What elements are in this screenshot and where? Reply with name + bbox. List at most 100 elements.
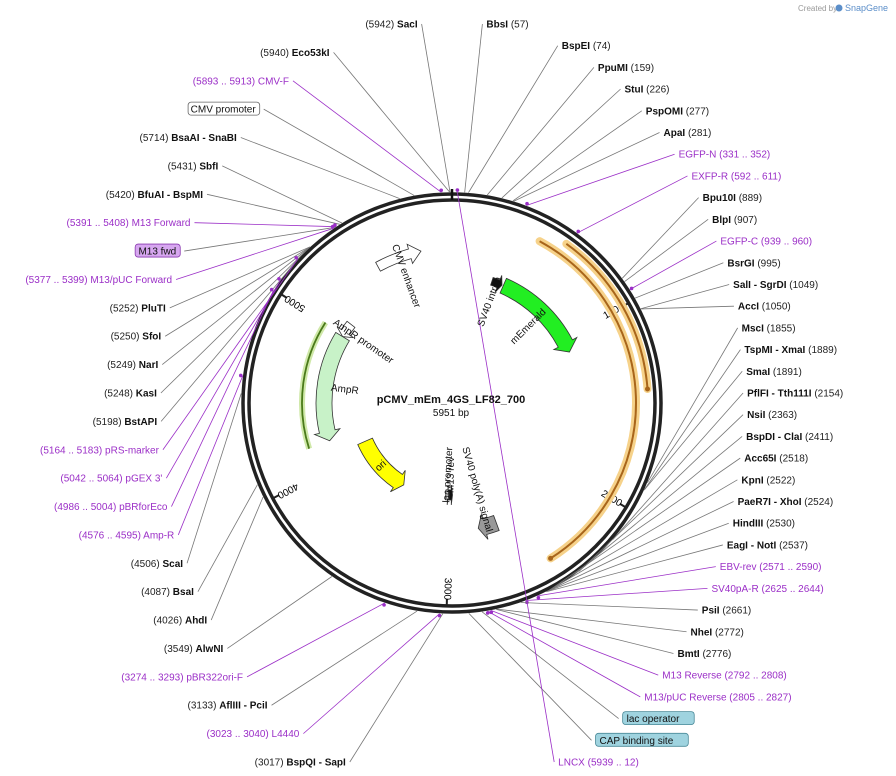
feature-shape bbox=[448, 484, 453, 506]
site-label: BspEI (74) bbox=[562, 41, 611, 52]
enzyme-stui: StuI (226) bbox=[625, 85, 670, 96]
enzyme-ahdi: (4026) AhdI bbox=[153, 616, 207, 627]
site-label: (3023 .. 3040) L4440 bbox=[207, 729, 300, 740]
tick-mark bbox=[619, 503, 627, 509]
site-position: (5198) bbox=[93, 417, 125, 428]
site-position: (2363) bbox=[765, 410, 797, 421]
site-position: (939 .. 960) bbox=[758, 237, 812, 248]
leader-line bbox=[629, 240, 717, 290]
site-label: Acc65I (2518) bbox=[744, 454, 808, 465]
enzyme-bspei: BspEI (74) bbox=[562, 41, 611, 52]
site-name: pBRforEco bbox=[119, 502, 168, 513]
site-name: SV40pA-R bbox=[711, 584, 758, 595]
leader-line bbox=[464, 23, 483, 193]
site-position: (57) bbox=[508, 20, 529, 31]
site-position: (5893 .. 5913) bbox=[193, 76, 258, 87]
site-name: BbsI bbox=[486, 20, 508, 31]
site-position: (2571 .. 2590) bbox=[756, 562, 821, 573]
primer-cmv-f: (5893 .. 5913) CMV-F bbox=[193, 76, 289, 87]
site-position: (2530) bbox=[763, 519, 795, 530]
site-label: Bpu10I (889) bbox=[703, 193, 762, 204]
enzyme-msci: MscI (1855) bbox=[742, 323, 796, 334]
site-label: SV40pA-R (2625 .. 2644) bbox=[711, 584, 823, 595]
enzyme-smai: SmaI (1891) bbox=[746, 367, 802, 378]
plasmid-size: 5951 bp bbox=[433, 408, 470, 419]
feature-box bbox=[134, 243, 181, 258]
leader-line bbox=[634, 262, 724, 299]
site-name: Eco53kI bbox=[292, 48, 330, 59]
enzyme-apai: ApaI (281) bbox=[664, 128, 712, 139]
site-label: (5420) BfuAI - BspMI bbox=[106, 190, 203, 201]
site-label: (5198) BstAPI bbox=[93, 417, 158, 428]
feature-label: SV40 poly(A) signal bbox=[459, 446, 494, 533]
site-name: AlwNI bbox=[196, 644, 224, 655]
site-position: (5714) bbox=[140, 133, 172, 144]
site-name: EGFP-N bbox=[679, 150, 717, 161]
enzyme-sfoi: (5250) SfoI bbox=[111, 332, 162, 343]
site-name: pRS-marker bbox=[105, 445, 160, 456]
site-name: LNCX bbox=[558, 758, 585, 769]
site-label: EGFP-C (939 .. 960) bbox=[720, 237, 812, 248]
site-position: (226) bbox=[643, 85, 669, 96]
feature-label: AmpR bbox=[330, 383, 359, 397]
leader-line bbox=[456, 192, 555, 763]
orf-arc bbox=[565, 243, 649, 390]
site-name: SbfI bbox=[199, 161, 218, 172]
site-name: BfuAI - BspMI bbox=[137, 190, 203, 201]
site-label: AccI (1050) bbox=[738, 302, 791, 313]
site-name: BsaAI - SnaBI bbox=[171, 133, 237, 144]
enzyme-bbsi: BbsI (57) bbox=[486, 20, 528, 31]
leader-line bbox=[570, 436, 743, 578]
site-label: LNCX (5939 .. 12) bbox=[558, 758, 639, 769]
site-name: EGFP-C bbox=[720, 237, 758, 248]
tick-label: 3000 bbox=[441, 578, 453, 601]
site-name: BspQI - SapI bbox=[286, 758, 346, 769]
site-position: (5248) bbox=[104, 389, 136, 400]
site-position: (5042 .. 5064) bbox=[60, 474, 125, 485]
site-position: (907) bbox=[731, 215, 757, 226]
site-name: KasI bbox=[136, 389, 157, 400]
site-label: PpuMI (159) bbox=[598, 63, 654, 74]
site-label: (5431) SbfI bbox=[168, 161, 219, 172]
primer-exfp-r: EXFP-R (592 .. 611) bbox=[691, 171, 781, 182]
site-name: EBV-rev bbox=[720, 562, 757, 573]
site-label: (5377 .. 5399) M13/pUC Forward bbox=[25, 275, 172, 286]
leader-line bbox=[537, 566, 716, 597]
site-position: (2772) bbox=[712, 627, 744, 638]
site-position: (2792 .. 2808) bbox=[722, 671, 787, 682]
site-name: PluTI bbox=[141, 303, 166, 314]
site-name: NsiI bbox=[747, 410, 766, 421]
enzyme-acc65i: Acc65I (2518) bbox=[744, 454, 808, 465]
site-label: (5940) Eco53kI bbox=[260, 48, 330, 59]
leader-line bbox=[227, 576, 333, 649]
site-position: (74) bbox=[590, 41, 611, 52]
leader-line bbox=[197, 484, 258, 592]
brand-logo: Created by SnapGene bbox=[798, 3, 888, 13]
brand-prefix: Created by bbox=[798, 4, 837, 13]
feature-label: mEmerald bbox=[509, 307, 549, 347]
site-position: (2154) bbox=[812, 389, 844, 400]
site-label: BmtI (2776) bbox=[677, 649, 731, 660]
site-name: Bpu10I bbox=[703, 193, 737, 204]
site-name: KpnI bbox=[741, 475, 763, 486]
site-name: M13/pUC Reverse bbox=[644, 692, 727, 703]
primer-m13-puc-forward: (5377 .. 5399) M13/pUC Forward bbox=[25, 275, 172, 286]
primer-site bbox=[277, 276, 281, 281]
site-name: AhdI bbox=[185, 616, 207, 627]
site-label: M13/pUC Reverse (2805 .. 2827) bbox=[644, 692, 791, 703]
site-name: BsaI bbox=[173, 587, 194, 598]
site-position: (1855) bbox=[764, 323, 796, 334]
site-position: (159) bbox=[628, 63, 654, 74]
site-name: Amp-R bbox=[143, 530, 174, 541]
site-name: EXFP-R bbox=[691, 171, 728, 182]
feature-box-label: lac operator bbox=[627, 714, 680, 725]
site-name: M13 Reverse bbox=[662, 671, 722, 682]
leader-line bbox=[481, 611, 619, 719]
feature-shape bbox=[477, 514, 500, 540]
site-name: MscI bbox=[742, 323, 764, 334]
feature-label: M13 rev bbox=[446, 457, 457, 493]
feature-box-label: M13 fwd bbox=[138, 247, 176, 258]
primer-amp-r: (4576 .. 4595) Amp-R bbox=[79, 530, 175, 541]
feature-box bbox=[622, 711, 695, 725]
feature-shape bbox=[499, 277, 578, 353]
